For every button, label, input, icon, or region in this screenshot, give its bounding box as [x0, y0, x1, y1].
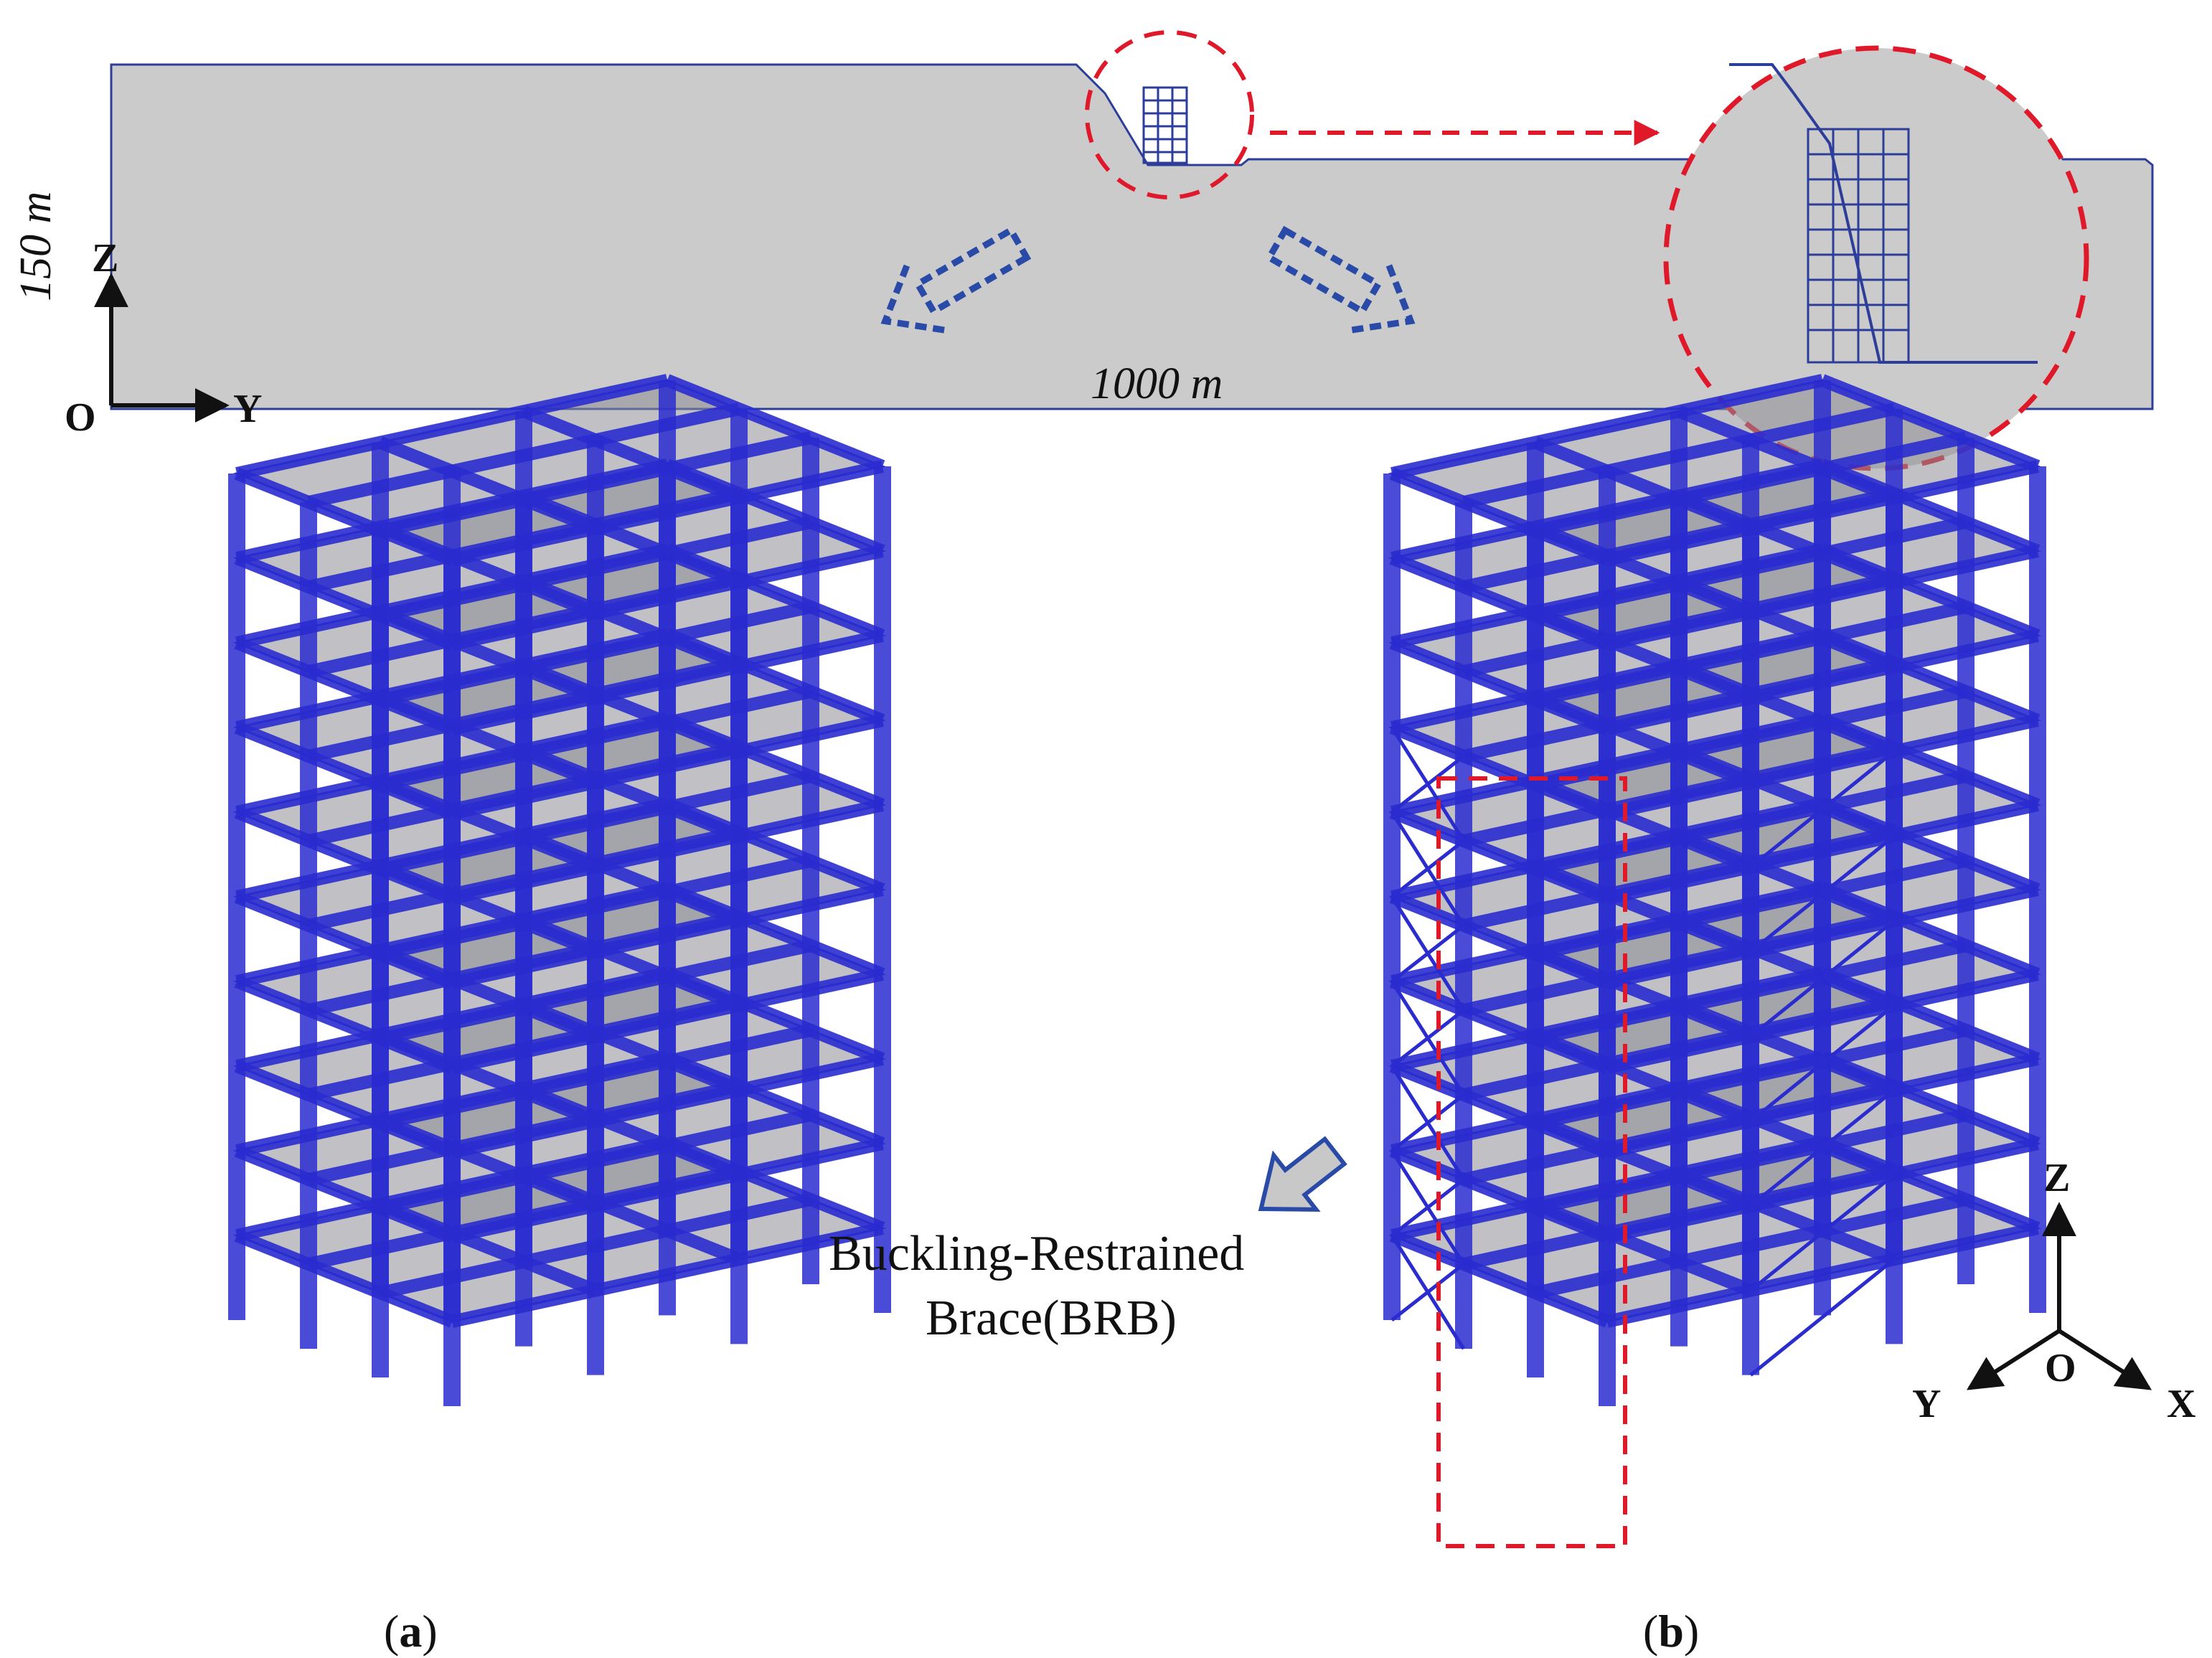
axis3d-x-label: X	[2167, 1382, 2195, 1426]
building-a	[228, 374, 891, 1406]
panel-b-close: )	[1684, 1606, 1699, 1657]
panel-b-letter: b	[1658, 1606, 1684, 1657]
site-model: Z Y O 150 m 1000 m	[11, 30, 2154, 471]
brb-label-line2: Brace(BRB)	[926, 1291, 1177, 1346]
beam	[1676, 405, 1897, 504]
beam	[234, 552, 455, 651]
beam	[1390, 374, 1824, 480]
building-mesh-detail	[1807, 128, 1910, 364]
beam	[234, 1060, 455, 1159]
beam	[234, 636, 455, 735]
beam	[664, 374, 885, 473]
panel-a-close: )	[422, 1606, 437, 1657]
beam	[1389, 467, 1610, 566]
beam	[1389, 1060, 1610, 1159]
axis3d-y-label: Y	[1912, 1382, 1941, 1426]
beam	[235, 374, 669, 480]
brb-brace	[1390, 839, 1465, 898]
beam	[1389, 1229, 1610, 1328]
building-mesh-small	[1142, 86, 1188, 164]
beam	[1389, 636, 1610, 735]
beam	[377, 436, 598, 535]
zoom-circle-small	[1085, 30, 1254, 199]
brb-brace	[1749, 919, 1896, 1038]
panel-label-b: (b)	[1643, 1606, 1699, 1657]
axes-3d: Z Y X O	[1912, 1156, 2195, 1426]
wave-arrow-right	[1264, 225, 1416, 334]
brb-brace	[1390, 1263, 1465, 1322]
brb-pointer-arrow	[1258, 1136, 1347, 1212]
brb-brace	[1390, 1093, 1465, 1152]
beam	[234, 1144, 455, 1243]
beam	[234, 467, 455, 566]
brb-brace	[1390, 1178, 1465, 1237]
brb-brace	[1749, 1004, 1896, 1123]
beam	[1533, 436, 1754, 535]
soil-domain	[110, 63, 2154, 410]
beam	[1389, 806, 1610, 905]
brb-highlight-box	[1436, 776, 1627, 1548]
beam	[1820, 374, 2041, 473]
brb-brace	[1749, 1173, 1896, 1292]
panel-a-letter: a	[399, 1606, 422, 1657]
brb-brace	[1749, 750, 1896, 869]
brb-brace	[1749, 834, 1896, 953]
width-dimension-label: 1000 m	[1091, 359, 1223, 408]
axis-y-label: Y	[233, 387, 262, 431]
panel-label-a: (a)	[384, 1606, 438, 1657]
axis3d-origin-label: O	[2045, 1346, 2076, 1390]
beam	[1389, 721, 1610, 820]
beam	[234, 975, 455, 1074]
panel-b-open: (	[1643, 1606, 1658, 1657]
beam	[1389, 890, 1610, 989]
height-dimension-label: 150 m	[11, 192, 60, 301]
brb-brace	[1749, 1088, 1896, 1207]
zoom-detail	[1663, 45, 2089, 471]
site-axes: Z Y O	[65, 236, 262, 440]
brb-label-line1: Buckling-Restrained	[829, 1226, 1244, 1281]
beam	[234, 1229, 455, 1328]
beam	[234, 806, 455, 905]
brb-brace	[1390, 755, 1465, 814]
axis-z-label: Z	[92, 236, 118, 281]
beam	[1389, 975, 1610, 1074]
beam	[1389, 552, 1610, 651]
beam	[1389, 1144, 1610, 1243]
building-b	[1383, 374, 2046, 1406]
brb-brace	[1749, 1258, 1896, 1377]
panel-a-open: (	[384, 1606, 399, 1657]
axis3d-z-label: Z	[2043, 1156, 2070, 1200]
brb-brace	[1390, 1009, 1465, 1068]
beam	[521, 405, 742, 504]
beam	[234, 721, 455, 820]
axis-origin-label: O	[65, 395, 96, 440]
beam	[234, 890, 455, 989]
brb-brace	[1390, 924, 1465, 983]
